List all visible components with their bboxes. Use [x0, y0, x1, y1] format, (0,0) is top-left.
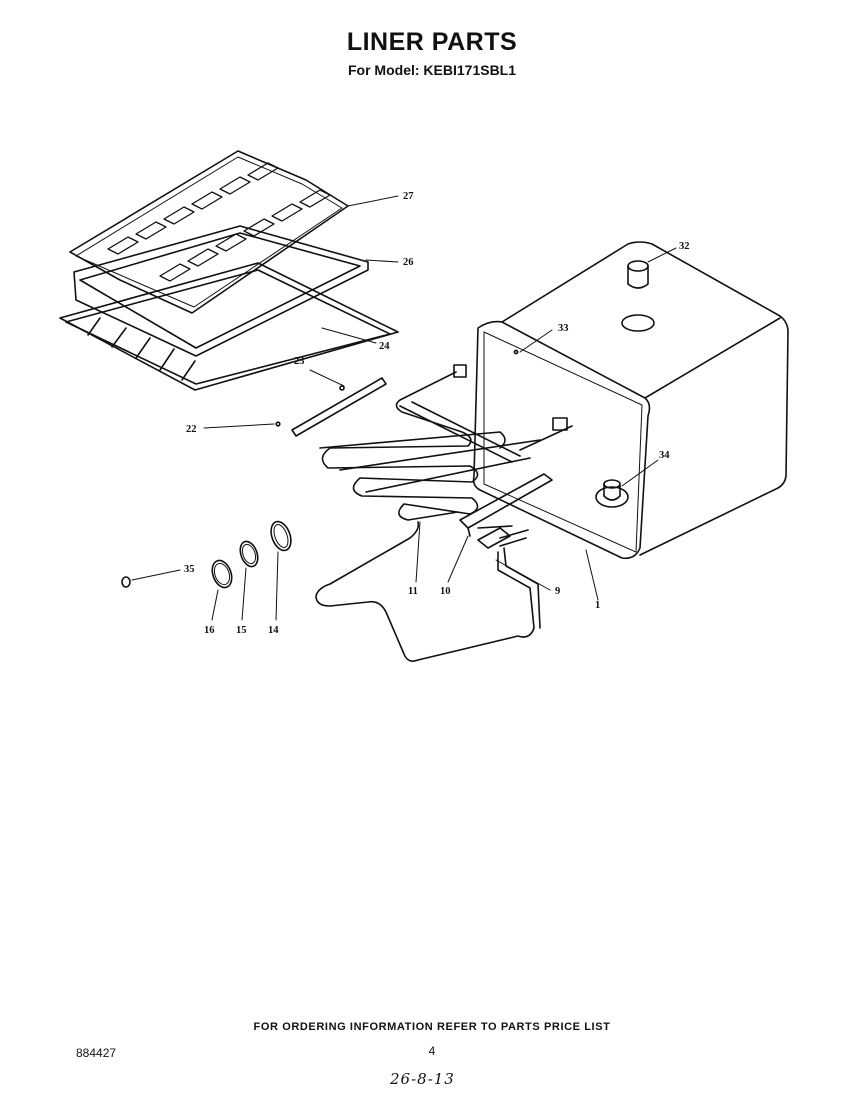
callout-1: 1 — [595, 600, 600, 611]
callout-33: 33 — [558, 323, 569, 334]
element-support — [291, 377, 387, 437]
screw — [275, 421, 281, 427]
callout-labels: 27 26 24 23 22 32 33 34 11 10 9 1 35 16 … — [184, 191, 690, 636]
callout-14: 14 — [268, 625, 279, 636]
insert-slots — [107, 162, 331, 282]
callout-32: 32 — [679, 241, 690, 252]
callout-35: 35 — [184, 564, 195, 575]
exploded-parts-diagram: 27 26 24 23 22 32 33 34 11 10 9 1 35 16 … — [59, 150, 789, 662]
page-number: 4 — [428, 1044, 436, 1058]
callout-10: 10 — [440, 586, 451, 597]
page-title: LINER PARTS — [346, 28, 518, 56]
model-subtitle: For Model: KEBI171SBL1 — [347, 62, 517, 78]
bake-element — [315, 521, 541, 662]
small-plug — [121, 576, 131, 588]
broil-pan-insert — [69, 150, 349, 314]
callout-34: 34 — [659, 450, 670, 461]
oven-rack — [59, 262, 399, 391]
ring-15 — [239, 540, 259, 568]
leader-lines — [131, 195, 677, 621]
callout-24: 24 — [379, 341, 390, 352]
callout-16: 16 — [204, 625, 215, 636]
ring-14 — [270, 520, 292, 552]
callout-15: 15 — [236, 625, 247, 636]
ordering-note: FOR ORDERING INFORMATION REFER TO PARTS … — [253, 1021, 611, 1033]
ring-16 — [211, 559, 233, 589]
callout-23: 23 — [294, 356, 305, 367]
callout-22: 22 — [186, 424, 197, 435]
callout-26: 26 — [403, 257, 414, 268]
handwritten-note: 26-8-13 — [390, 1070, 455, 1088]
callout-11: 11 — [408, 586, 418, 597]
callout-27: 27 — [403, 191, 414, 202]
broil-element — [319, 364, 573, 521]
document-number: 884427 — [76, 1046, 117, 1060]
oven-liner — [472, 241, 789, 560]
broil-pan — [73, 225, 369, 357]
callout-9: 9 — [555, 586, 560, 597]
element-bracket — [459, 473, 553, 537]
